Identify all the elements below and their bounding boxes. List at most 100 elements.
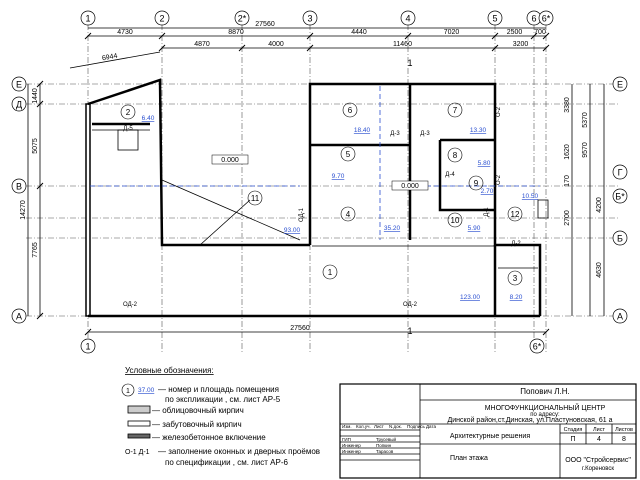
dim-top-row2-3: 3200 — [513, 41, 529, 48]
room-bubble-2 — [507, 270, 523, 286]
legend-item5-line1: — заполнение оконных и дверных проёмов — [158, 447, 320, 456]
axis-bottom-0-bubble — [80, 338, 96, 354]
dimension-tick — [84, 328, 92, 336]
axis-right-2: Б* — [615, 192, 625, 202]
legend-item1-line2: по экспликации , см. лист АР-5 — [165, 395, 281, 404]
dimension-tick — [542, 328, 550, 336]
axis-left-0: Е — [16, 80, 22, 90]
opening-mark-10: О-2 — [496, 174, 502, 185]
section-mark-top: 1 — [407, 58, 412, 68]
column — [117, 129, 139, 151]
dim-top-row1-4: 2500 — [507, 29, 523, 36]
stamp-author: Попович Л.Н. — [520, 387, 570, 396]
dimension-tick — [542, 32, 550, 40]
room-area-1: 6.40 — [142, 115, 155, 122]
room-bubble-3 — [340, 206, 356, 222]
dim-right-6: 4200 — [596, 197, 603, 213]
axis-top-6: 6 — [531, 14, 536, 24]
opening-mark-6: Д-2 — [511, 241, 521, 247]
stamp-col-header-0: Изм. — [342, 424, 352, 429]
legend-item3: — забутовочный кирпич — [152, 420, 242, 429]
dim-right-0: 3380 — [564, 97, 571, 113]
room-area-0: 123.00 — [460, 294, 480, 301]
room-bubble-5 — [342, 102, 358, 118]
room-number-11: 12 — [511, 210, 520, 219]
dim-top-row2-0: 4870 — [194, 41, 210, 48]
legend-item4: — железобетонное включение — [152, 433, 266, 442]
stamp-sheets-label: Листов — [615, 427, 633, 433]
stamp-project-l2: по адресу: — [530, 412, 560, 418]
axis-right-3-bubble — [612, 230, 628, 246]
title-block — [339, 383, 637, 479]
opening-mark-4: ОД-1 — [299, 207, 305, 222]
wall-west — [85, 103, 91, 317]
dimension-tick — [306, 32, 314, 40]
stamp-stage: П — [570, 436, 575, 443]
axis-left-1: Д — [16, 100, 22, 110]
room-bubble-4 — [340, 146, 356, 162]
stamp-project-l3: Динской район,ст.Динская, ул.Пластуновск… — [448, 416, 613, 424]
dim-right-1: 5370 — [582, 112, 589, 128]
room-area-6: 13.30 — [470, 127, 487, 134]
axis-left-0-bubble — [11, 76, 27, 92]
dim-right-2: 1620 — [564, 144, 571, 160]
axis-top-5-bubble — [487, 10, 503, 26]
opening-mark-8: ОД-2 — [403, 302, 418, 308]
stamp-stage-label: Стадия — [564, 427, 583, 433]
room-number-6: 7 — [453, 106, 458, 115]
legend-bubble — [121, 383, 135, 397]
level-mark-0: 0.000 — [221, 157, 239, 164]
dimension-tick — [36, 80, 44, 88]
room-bubble-10 — [247, 190, 263, 206]
axis-top-2-bubble — [234, 10, 250, 26]
room-bubble-6 — [447, 102, 463, 118]
dimension-tick — [404, 32, 412, 40]
legend-swatch-facing — [127, 405, 151, 414]
stamp-sheet-title: План этажа — [450, 455, 488, 462]
room-area-9: 5.90 — [468, 225, 481, 232]
dim-bottom: 27560 — [290, 325, 310, 332]
dim-line-diag — [69, 51, 161, 69]
opening-mark-5: Д-1 — [484, 207, 490, 217]
opening-mark-2: Д-3 — [420, 131, 430, 137]
room-area-10: 93.00 — [284, 227, 301, 234]
room-number-2: 3 — [513, 274, 518, 283]
room-bubble-9 — [447, 212, 463, 228]
legend-room-num: 1 — [126, 388, 130, 395]
axis-top-4-bubble — [400, 10, 416, 26]
room-number-4: 5 — [346, 150, 351, 159]
stamp-sheet: 4 — [597, 436, 601, 443]
dimension-tick — [36, 100, 44, 108]
dim-top-row1-2: 4440 — [351, 29, 367, 36]
room-bubble-7 — [447, 147, 463, 163]
legend-item5-symbol: О-1 Д-1 — [125, 449, 150, 456]
dim-diag: 6944 — [101, 53, 118, 63]
axis-right-4-bubble — [612, 308, 628, 324]
stamp-col-header-3: N.док. — [389, 424, 402, 429]
stamp-project-l1: МНОГОФУНКЦИОНАЛЬНЫЙ ЦЕНТР — [485, 403, 606, 412]
stamp-name-2: Тарасов — [376, 449, 394, 454]
level-mark-box-0 — [211, 154, 249, 165]
dim-left-0: 1440 — [32, 88, 39, 104]
axis-right-3: Б — [617, 234, 623, 244]
dim-left-3: 7765 — [32, 242, 39, 258]
level-mark-1: 0.000 — [401, 183, 419, 190]
section-mark-bottom: 1 — [407, 326, 412, 336]
axis-right-1: Г — [618, 168, 623, 178]
dimension-tick — [36, 182, 44, 190]
dim-left-1: 5075 — [32, 138, 39, 154]
opening-mark-9: О-2 — [496, 106, 502, 117]
room-bubble-8 — [468, 175, 484, 191]
stamp-role-0: ГИП — [342, 437, 351, 442]
legend-item2: — облицовочный кирпич — [152, 406, 244, 415]
dim-top-row1-0: 4730 — [117, 29, 133, 36]
stamp-col-header-2: Лист — [374, 424, 384, 429]
room-number-9: 10 — [451, 216, 460, 225]
dimension-tick — [36, 312, 44, 320]
axis-bottom-0: 1 — [85, 342, 90, 352]
opening-mark-7: ОД-2 — [123, 302, 138, 308]
room-number-3: 4 — [346, 210, 351, 219]
axis-top-7-bubble — [538, 10, 554, 26]
legend-title: Условные обозначения: — [125, 366, 214, 375]
